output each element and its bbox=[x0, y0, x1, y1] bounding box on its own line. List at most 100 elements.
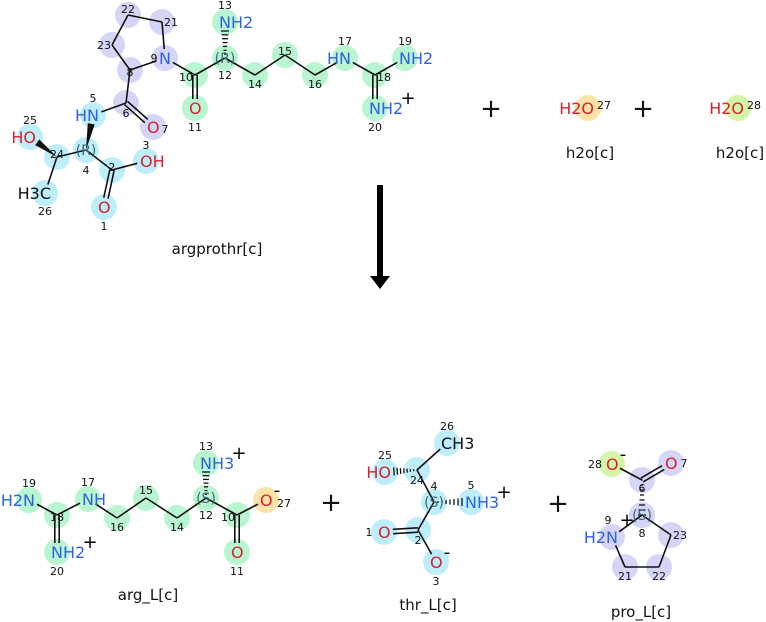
argprothr-atom-19-number: 19 bbox=[398, 35, 412, 48]
thr_L-atom-1-label: O bbox=[378, 523, 391, 542]
arg_L-bond-12-10 bbox=[205, 497, 238, 516]
argprothr-bond-18-19 bbox=[374, 61, 398, 76]
thr_L-atom-26-label: CH3 bbox=[441, 434, 474, 453]
argprothr-atom-9-number: 9 bbox=[151, 52, 158, 65]
thr_L-atom-1-number: 1 bbox=[366, 526, 373, 539]
argprothr-bond-22-21 bbox=[127, 14, 163, 23]
argprothr-atom-11-number: 11 bbox=[188, 121, 202, 134]
argprothr-atom-25-number: 25 bbox=[23, 114, 37, 127]
molecule-name-arg-l: arg_L[c] bbox=[118, 586, 178, 605]
argprothr-atom-2-number: 2 bbox=[109, 161, 116, 174]
argprothr-bond-2-1 bbox=[107, 170, 115, 199]
argprothr-atom-20-highlight bbox=[362, 95, 388, 121]
argprothr-bond-12-14 bbox=[224, 57, 256, 76]
argprothr-atom-26-label: H3C bbox=[18, 184, 51, 203]
argprothr-bond-4-24 bbox=[56, 149, 87, 158]
argprothr-atom-10-number: 10 bbox=[179, 71, 193, 84]
argprothr-bond-14-15 bbox=[254, 54, 286, 76]
thr_L-bond-24-4 bbox=[416, 469, 435, 503]
arg_L-atom-20-number: 20 bbox=[50, 565, 64, 578]
pro_L-atom-28-number: 28 bbox=[588, 458, 602, 471]
argprothr-atom-13-label: NH2 bbox=[219, 13, 253, 32]
argprothr-atom-15-number: 15 bbox=[278, 45, 292, 58]
arg_L-bond-12-13-hash bbox=[202, 471, 210, 499]
argprothr-atom-9-highlight bbox=[152, 45, 178, 71]
argprothr-atom-6-number: 6 bbox=[123, 107, 130, 120]
argprothr-atom-25-label: HO bbox=[11, 128, 36, 147]
argprothr-atom-19-label: NH2 bbox=[399, 49, 433, 68]
thr_L-atom-25-highlight bbox=[372, 459, 398, 485]
arg_L-atom-27-highlight bbox=[253, 487, 279, 513]
pro_L-atom-28-charge: - bbox=[620, 444, 627, 465]
pro_L-atom-22-number: 22 bbox=[652, 570, 666, 583]
argprothr-atom-20-number: 20 bbox=[368, 121, 382, 134]
argprothr-atom-24-number: 24 bbox=[50, 148, 64, 161]
arg_L-bond-10-27 bbox=[236, 503, 259, 516]
argprothr-atom-20-charge: + bbox=[400, 88, 415, 109]
pro_L-atom-7-highlight bbox=[658, 450, 684, 476]
molecule-name-argprothr: argprothr[c] bbox=[172, 240, 263, 258]
pro_L-atom-21-number: 21 bbox=[618, 570, 632, 583]
argprothr-atom-11-label: O bbox=[189, 99, 202, 118]
argprothr-atom-4-number: 4 bbox=[83, 164, 90, 177]
thr_L-atom-5-highlight bbox=[458, 489, 484, 515]
plus-sign: + bbox=[547, 489, 569, 519]
thr_L-atom-24-number: 24 bbox=[410, 474, 424, 487]
argprothr-atom-13-number: 13 bbox=[218, 0, 232, 12]
argprothr-bond-4-5-wedge bbox=[86, 123, 95, 150]
arg_L-atom-20-label: NH2 bbox=[51, 543, 85, 562]
argprothr-atom-18-number: 18 bbox=[377, 71, 391, 84]
arg_L-bond-17-16 bbox=[95, 503, 118, 519]
arg_L-bond-19-18 bbox=[36, 503, 58, 516]
argprothr-atom-12-number: 12 bbox=[218, 69, 232, 82]
argprothr-bond-24-26 bbox=[47, 156, 58, 185]
arg_L-bond-14-12 bbox=[176, 497, 207, 519]
argprothr-bond-16-17 bbox=[314, 61, 338, 76]
arg_L-atom-19-number: 19 bbox=[22, 477, 36, 490]
argprothr-atom-17-number: 17 bbox=[338, 35, 352, 48]
molecule-name-thr-l: thr_L[c] bbox=[399, 596, 456, 615]
argprothr-atom-11-highlight bbox=[182, 95, 208, 121]
thr_L-atom-1-highlight bbox=[371, 519, 397, 545]
thr_L-atom-4-stereo: (S) bbox=[424, 495, 444, 511]
arg_L-atom-12-stereo: (S) bbox=[196, 491, 216, 507]
argprothr-atom-12-stereo: (R) bbox=[215, 51, 236, 67]
argprothr-atom-22-number: 22 bbox=[121, 3, 135, 16]
bonds bbox=[35, 14, 672, 568]
arg_L-atom-11-number: 11 bbox=[230, 565, 244, 578]
thr_L-atom-5-label: NH3 bbox=[465, 493, 499, 512]
h2o28-atom-28-number: 28 bbox=[747, 99, 761, 112]
argprothr-bond-4-2 bbox=[85, 149, 113, 171]
argprothr-atom-1-highlight bbox=[91, 194, 117, 220]
arg_L-atom-11-highlight bbox=[224, 539, 250, 565]
pro_L-bond-6-7 bbox=[640, 464, 663, 479]
thr_L-atom-3-highlight bbox=[423, 549, 449, 575]
argprothr-bond-17-18 bbox=[352, 61, 376, 76]
pro_L-atom-28-label: O bbox=[606, 455, 619, 474]
thr_L-bond-4-2 bbox=[417, 501, 435, 531]
thr_L-atom-3-charge: - bbox=[444, 542, 451, 563]
argprothr-bond-2-3 bbox=[111, 162, 138, 171]
arg_L-atom-12-number: 12 bbox=[199, 509, 213, 522]
argprothr-atom-17-label: HN bbox=[327, 49, 351, 68]
argprothr-bond-24-25-wedge bbox=[35, 139, 57, 157]
arg_L-atom-13-label: NH3 bbox=[200, 454, 234, 473]
plus-sign: + bbox=[480, 94, 502, 124]
molecule-name-h2o-27: h2o[c] bbox=[566, 144, 614, 162]
pro_L-atom-8-number: 8 bbox=[639, 527, 646, 540]
arg_L-atom-27-number: 27 bbox=[277, 497, 291, 510]
argprothr-atom-7-number: 7 bbox=[162, 123, 169, 136]
argprothr-bond-2-1 bbox=[102, 169, 111, 198]
argprothr-atom-5-label: HN bbox=[75, 106, 99, 125]
thr_L-atom-3-number: 3 bbox=[433, 575, 440, 588]
h2o28-atom-28-highlight bbox=[725, 95, 751, 121]
plus-sign: + bbox=[632, 94, 654, 124]
molecule-name-pro-l: pro_L[c] bbox=[611, 603, 671, 622]
arg_L-atom-13-charge: + bbox=[231, 443, 246, 464]
argprothr-atom-20-label: NH2 bbox=[369, 99, 403, 118]
pro_L-atom-23-number: 23 bbox=[673, 529, 687, 542]
pro_L-atom-9-number: 9 bbox=[605, 514, 612, 527]
argprothr-bond-15-16 bbox=[284, 54, 316, 76]
argprothr-bond-22-23 bbox=[111, 14, 129, 46]
